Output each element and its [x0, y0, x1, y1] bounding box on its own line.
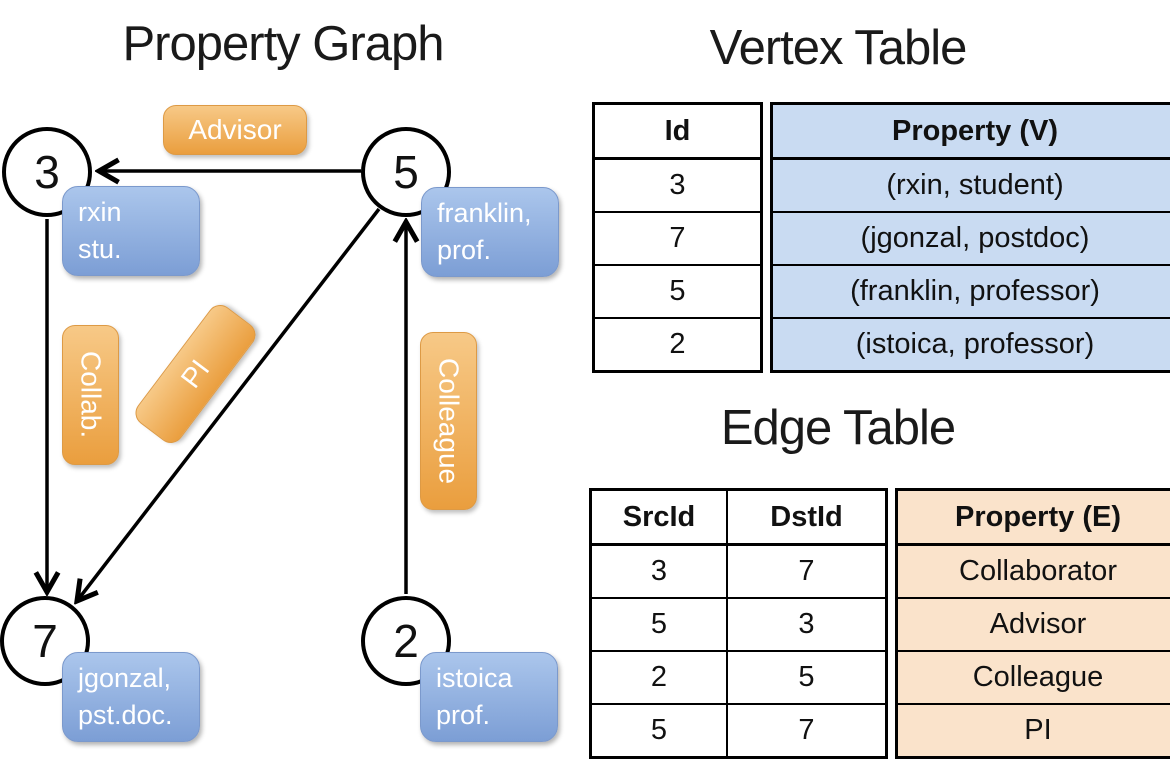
vertex-property-line: istoica [436, 663, 513, 693]
edge-label-colleague: Colleague [420, 332, 477, 510]
table-cell: 5 [595, 264, 760, 317]
table-cell: (jgonzal, postdoc) [773, 211, 1170, 264]
table-cell: 2 [592, 652, 728, 703]
property-graph-title: Property Graph [122, 17, 445, 71]
vertex-table-property-header: Property (V) [773, 105, 1170, 157]
vertex-property-line: pst.doc. [78, 700, 173, 730]
table-cell: 3 [798, 608, 815, 640]
table-cell: 7 [595, 211, 760, 264]
table-cell: (franklin, professor) [773, 264, 1170, 317]
edge-table-property-header: Property (E) [898, 491, 1170, 543]
vertex-table-title: Vertex Table [709, 21, 968, 75]
edge-label-advisor: Advisor [163, 105, 307, 155]
table-cell: Advisor [898, 597, 1170, 650]
edge-label-collab: Collab. [62, 325, 119, 465]
edge-table-property-column: Property (E) Collaborator Advisor Collea… [895, 488, 1170, 759]
table-cell: PI [898, 703, 1170, 756]
table-cell: 5 [592, 599, 728, 650]
table-cell: 3 [595, 157, 760, 211]
edge-table-id-columns: SrcId DstId 3 7 5 3 2 5 5 7 [589, 488, 888, 759]
vertex-property-line: jgonzal, [78, 663, 172, 693]
edge-table-dst-header: DstId [770, 500, 843, 533]
table-cell: 7 [798, 714, 815, 746]
table-cell: 2 [595, 317, 760, 370]
table-cell: 7 [798, 555, 815, 587]
vertex-table: Id 3 7 5 2 Property (V) (rxin, student) … [592, 102, 1170, 373]
vertex-property-box-2: istoica prof. [420, 652, 558, 742]
table-cell: Collaborator [898, 543, 1170, 597]
edge-table-title: Edge Table [720, 401, 956, 455]
graph-edges-layer [0, 0, 585, 760]
vertex-property-line: prof. [437, 235, 492, 265]
edge-table-src-header: SrcId [592, 491, 728, 543]
vertex-property-line: rxin [78, 197, 122, 227]
node-circle-5: 5 [361, 127, 451, 217]
table-cell: 5 [592, 705, 728, 756]
table-cell: Colleague [898, 650, 1170, 703]
vertex-table-property-column: Property (V) (rxin, student) (jgonzal, p… [770, 102, 1170, 373]
edge-pi-arrow [77, 207, 381, 601]
edge-table: SrcId DstId 3 7 5 3 2 5 5 7 Property (E)… [589, 488, 1170, 759]
vertex-property-line: franklin, [437, 198, 532, 228]
vertex-property-line: prof. [436, 700, 491, 730]
vertex-property-box-5: franklin, prof. [421, 187, 559, 277]
vertex-property-box-3: rxin stu. [62, 186, 200, 276]
node-circle-2: 2 [361, 596, 451, 686]
table-cell: 3 [592, 546, 728, 597]
table-cell: (istoica, professor) [773, 317, 1170, 370]
vertex-property-box-7: jgonzal, pst.doc. [62, 652, 200, 742]
vertex-property-line: stu. [78, 234, 122, 264]
vertex-table-id-column: Id 3 7 5 2 [592, 102, 763, 373]
table-cell: 5 [798, 661, 815, 693]
vertex-table-id-header: Id [664, 114, 691, 147]
table-cell: (rxin, student) [773, 157, 1170, 211]
